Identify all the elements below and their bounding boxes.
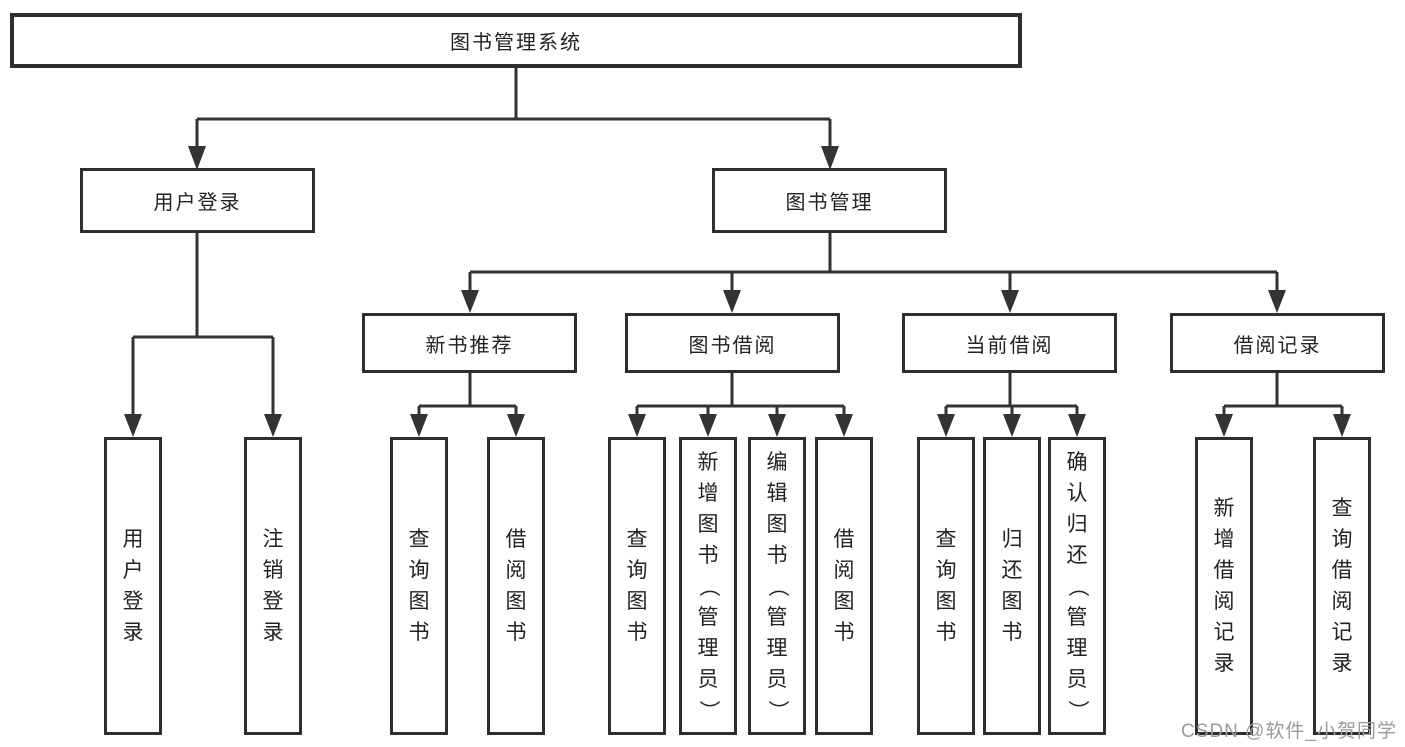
arrowhead [124,414,142,437]
node-book-borrow: 图书借阅 [625,313,840,373]
connector-bookmgmt-to-level3 [468,233,1279,293]
leaf-query-books-1: 查询图书 [390,437,448,735]
leaf-query-books-3: 查询图书 [917,437,975,735]
arrowhead [628,414,646,437]
node-label: 图书管理系统 [450,32,582,54]
arrowhead [264,414,282,437]
leaf-label: 查询图书 [408,528,430,644]
node-root: 图书管理系统 [10,13,1022,68]
leaf-label: 借阅图书 [833,528,855,644]
leaf-label: 编辑图书（管理员） [765,450,789,721]
node-book-management: 图书管理 [712,168,947,233]
node-current-borrow: 当前借阅 [902,313,1117,373]
connector-newbookrec-to-leaves [417,373,518,417]
leaf-label: 用户登录 [122,528,144,644]
leaf-query-books-2: 查询图书 [608,437,666,735]
leaf-label: 借阅图书 [505,528,527,644]
leaf-query-borrow-record: 查询借阅记录 [1313,437,1371,735]
node-user-login: 用户登录 [80,168,315,233]
arrowhead [1268,290,1286,313]
arrowhead [768,414,786,437]
leaf-return-books: 归还图书 [983,437,1041,735]
leaf-add-books-admin: 新增图书（管理员） [679,437,737,735]
node-label: 新书推荐 [425,334,514,357]
leaf-label: 新增借阅记录 [1213,497,1235,675]
leaf-logout: 注销登录 [244,437,302,735]
connector-root-to-level2 [195,68,832,150]
leaf-label: 查询图书 [626,528,648,644]
leaf-edit-books-admin: 编辑图书（管理员） [748,437,806,735]
node-label: 借阅记录 [1233,334,1322,357]
arrowhead [1333,414,1351,437]
arrowhead [699,414,717,437]
arrowhead [1001,290,1019,313]
leaf-label: 查询借阅记录 [1331,497,1353,675]
arrowhead [1215,414,1233,437]
node-new-book-recommend: 新书推荐 [362,313,577,373]
arrowhead [723,290,741,313]
arrowhead [1068,414,1086,437]
leaf-label: 新增图书（管理员） [696,450,720,721]
arrowhead [821,146,839,170]
arrowheads [124,146,1351,437]
leaf-borrow-books-2: 借阅图书 [815,437,873,735]
leaf-confirm-return-admin: 确认归还（管理员） [1048,437,1106,735]
node-label: 图书借阅 [688,334,777,357]
arrowhead [188,146,206,170]
node-borrow-record: 借阅记录 [1170,313,1385,373]
arrowhead [410,414,428,437]
arrowhead [461,290,479,313]
leaf-label: 查询图书 [935,528,957,644]
arrowhead [1003,414,1021,437]
leaf-label: 确认归还（管理员） [1065,450,1089,721]
node-label: 当前借阅 [965,334,1054,357]
connector-bookborrow-to-leaves [635,373,846,417]
arrowhead [507,414,525,437]
connector-borrowrecord-to-leaves [1222,373,1344,417]
connector-userlogin-to-leaves [131,233,275,417]
leaf-add-borrow-record: 新增借阅记录 [1195,437,1253,735]
leaf-label: 注销登录 [262,528,284,644]
arrowhead [937,414,955,437]
node-label: 图书管理 [785,192,874,214]
node-label: 用户登录 [153,192,242,214]
leaf-user-login: 用户登录 [104,437,162,735]
connector-currentborrow-to-leaves [944,373,1079,417]
leaf-label: 归还图书 [1001,528,1023,644]
csdn-watermark: CSDN @软件_小贺同学 [1181,721,1397,742]
arrowhead [835,414,853,437]
leaf-borrow-books-1: 借阅图书 [487,437,545,735]
